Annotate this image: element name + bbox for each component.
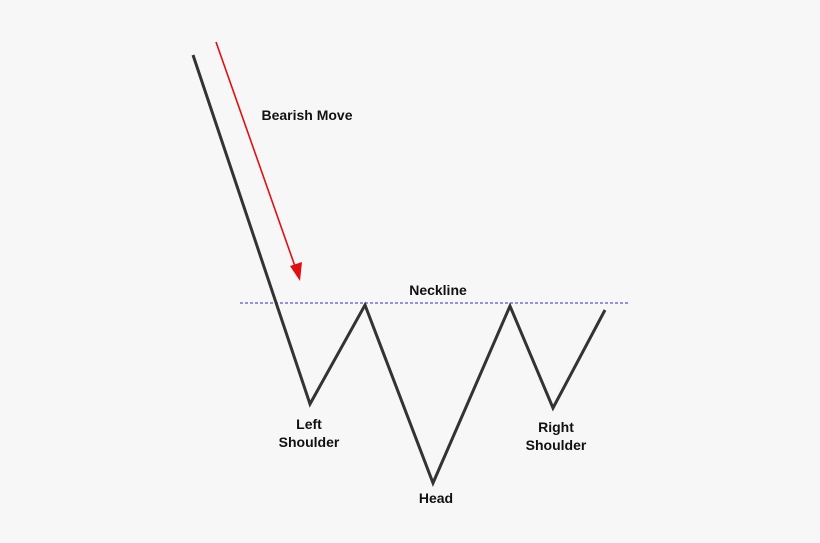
bearish-arrow-shaft [215,41,298,273]
left-shoulder-label-line-2: Shoulder [278,434,340,450]
bearish-arrowhead [290,262,302,281]
head-label: Head [418,490,454,506]
bearish-move-label: Bearish Move [261,107,353,123]
neckline-label: Neckline [409,282,467,298]
arrow-down-right-icon [215,41,302,281]
left-shoulder-label-line-1: Left [296,416,322,432]
right-shoulder-label-line-1: Right [538,419,574,435]
price-path [191,54,607,487]
right-shoulder-label: Right Shoulder [506,418,606,454]
left-shoulder-label: Left Shoulder [259,415,359,451]
right-shoulder-label-line-2: Shoulder [525,437,587,453]
